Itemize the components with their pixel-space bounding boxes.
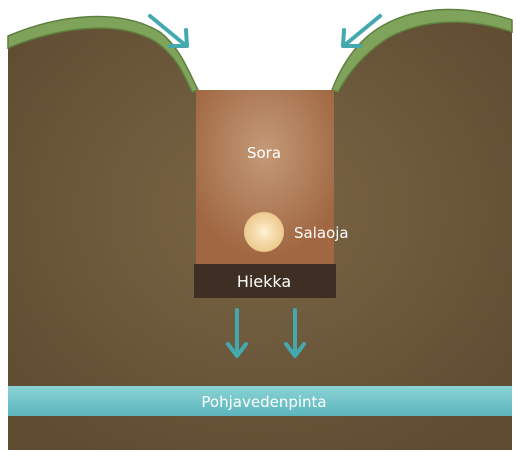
sand-label: Hiekka (237, 272, 291, 291)
drain-pipe-label: Salaoja (294, 224, 349, 242)
drain-pipe-circle (244, 212, 284, 252)
gravel-label: Sora (247, 144, 281, 162)
groundwater-label: Pohjavedenpinta (201, 393, 326, 411)
